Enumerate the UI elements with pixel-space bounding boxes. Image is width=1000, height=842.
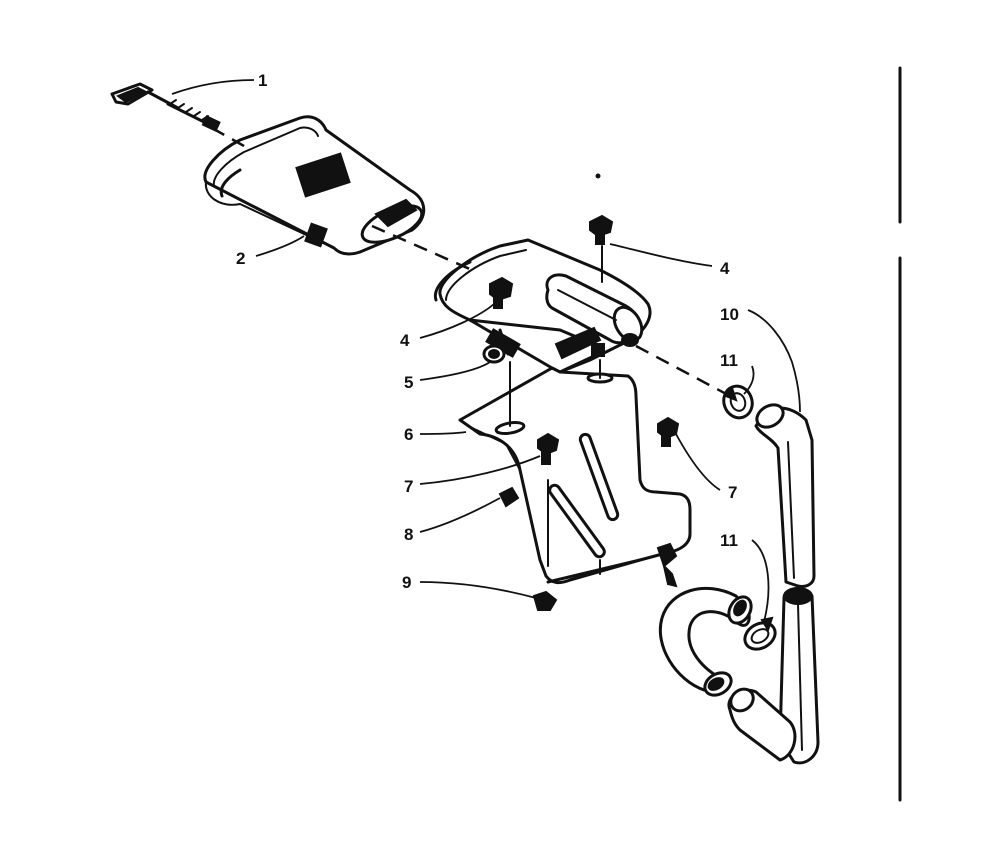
part-4-screw-upper: [589, 214, 614, 245]
part-6-mounting-plate: [458, 366, 692, 588]
housing-bracket: [433, 238, 652, 374]
callout-6: 6: [404, 425, 413, 444]
callout-8: 8: [404, 525, 413, 544]
callout-10: 10: [720, 305, 739, 324]
callout-7-left: 7: [404, 477, 413, 496]
callout-11-upper: 11: [720, 351, 738, 370]
leader-lines: [171, 79, 801, 623]
callout-7-right: 7: [728, 483, 737, 502]
callout-4-lower: 4: [400, 331, 410, 350]
callout-numbers: 1 2 4 4 5 6 7 7 8 9 10 11 11: [236, 71, 739, 592]
part-7-screw-right: [657, 416, 680, 447]
speck: [595, 173, 601, 179]
callout-11-lower: 11: [720, 531, 738, 550]
part-8-clip: [498, 486, 520, 508]
part-4-screw-lower: [489, 276, 514, 309]
part-9-nut: [532, 590, 558, 611]
part-2-filter-cartridge: [203, 115, 426, 256]
callout-9: 9: [402, 573, 411, 592]
callout-4-upper: 4: [720, 259, 730, 278]
callout-2: 2: [236, 249, 245, 268]
plate-slots: [494, 372, 620, 559]
part-1-handle: [110, 82, 221, 132]
part-11-clamp-upper: [722, 384, 754, 420]
callout-5: 5: [404, 373, 413, 392]
part-5-gasket: [482, 344, 506, 364]
part-7-screw-left: [537, 432, 560, 465]
part-10-hose: [658, 403, 820, 765]
callout-1: 1: [258, 71, 267, 90]
part-11-clamp-lower: [743, 616, 777, 651]
assembly-lines: [211, 126, 731, 427]
